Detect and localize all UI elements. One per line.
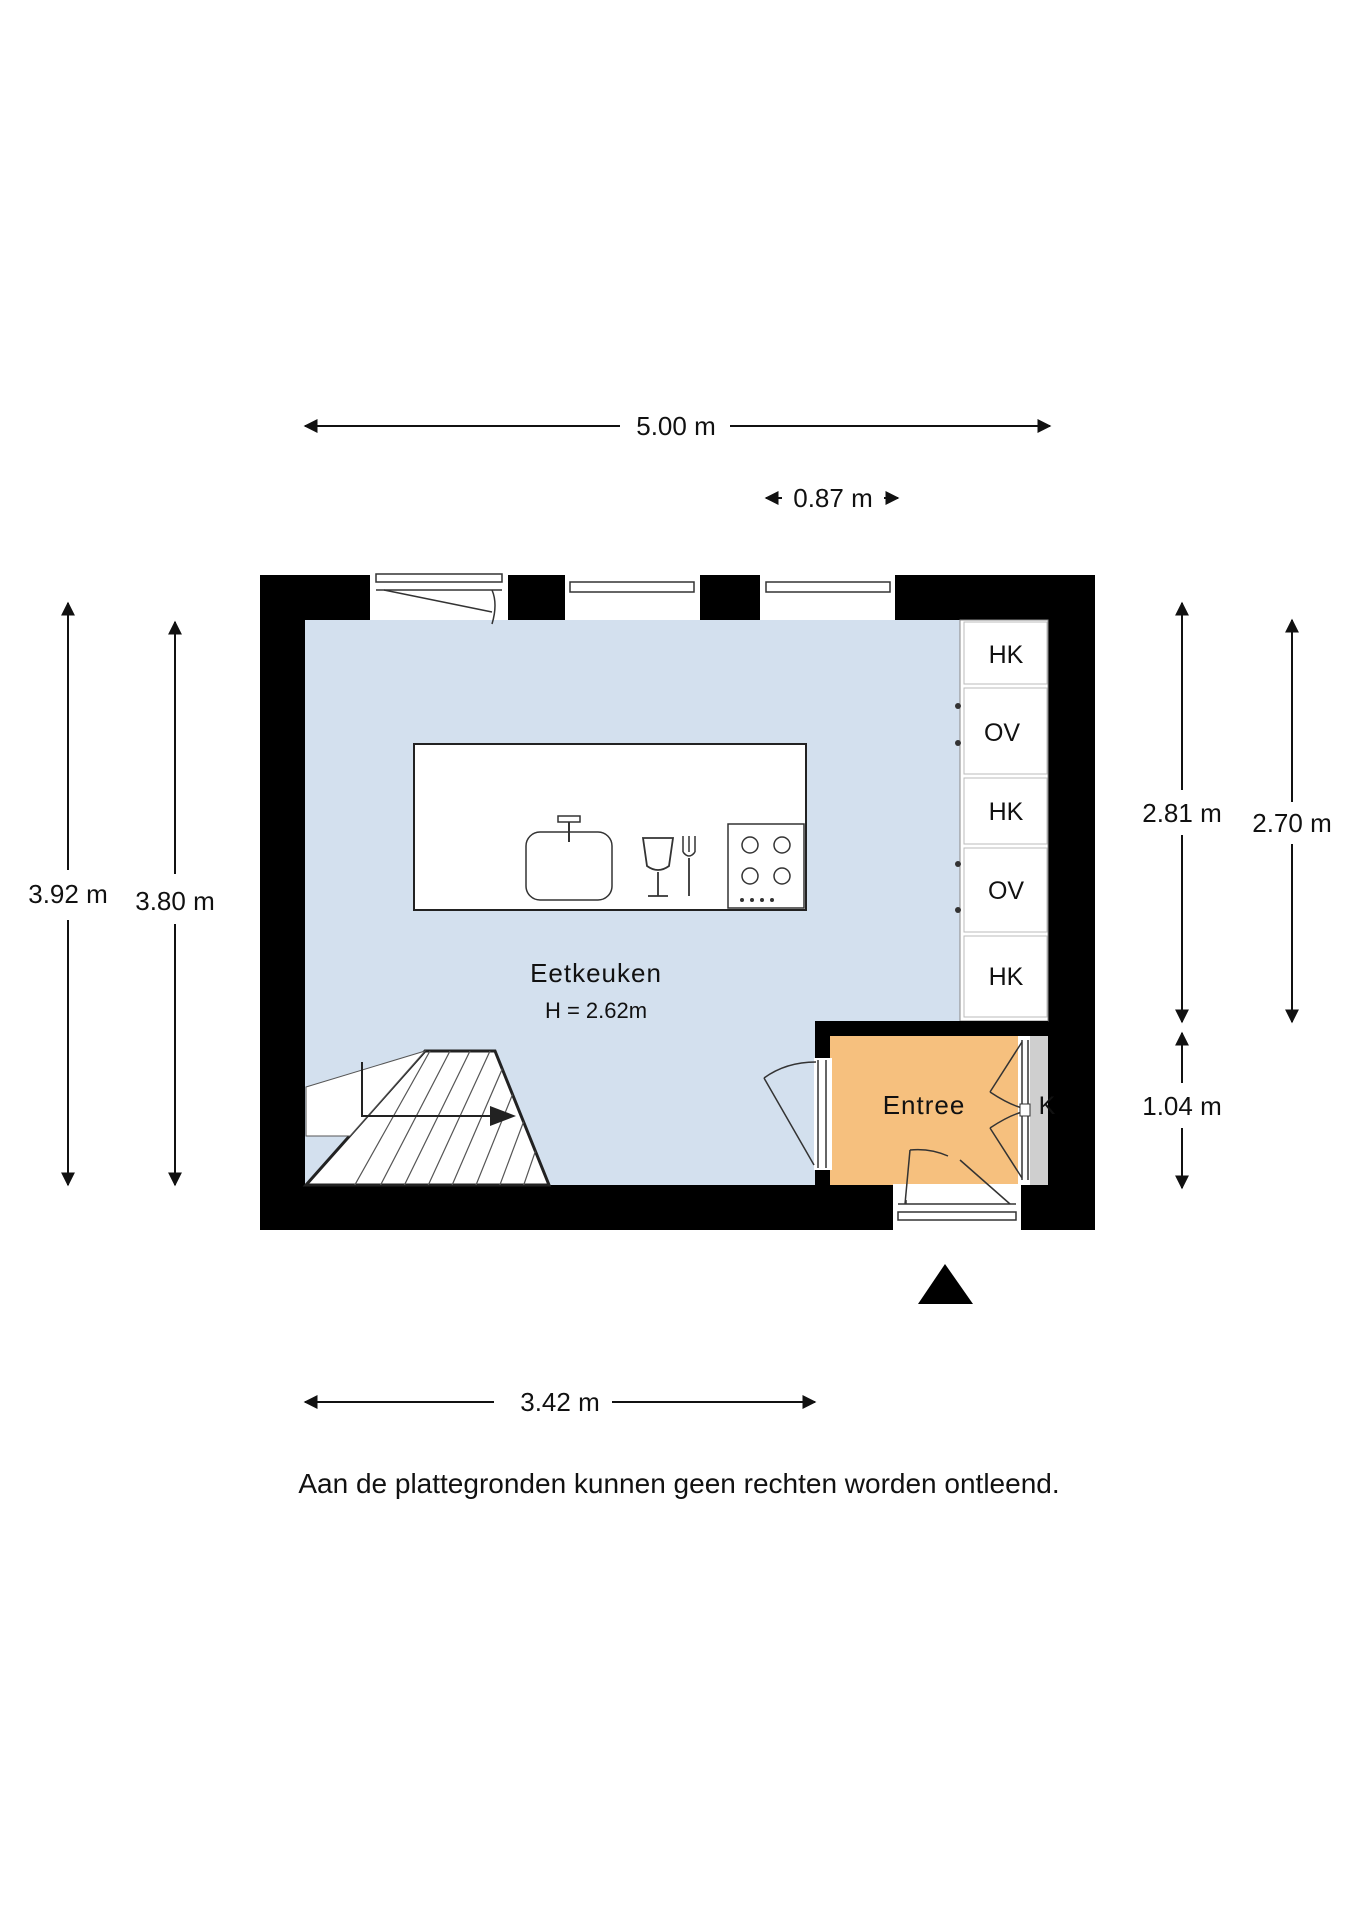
room-name-entrance: Entree <box>883 1090 966 1120</box>
window-top-right <box>760 575 895 620</box>
dimension-label: 3.42 m <box>520 1387 600 1417</box>
dimension-right-upper-b: 2.70 m <box>1252 618 1332 1024</box>
appliance-cell <box>963 777 1048 845</box>
dimension-bottom: 3.42 m <box>303 1387 817 1417</box>
room-name-closet: K <box>1039 1092 1056 1120</box>
dimension-label: 2.70 m <box>1252 808 1332 838</box>
dimension-right-upper-a: 2.81 m <box>1142 601 1222 1024</box>
room-entrance-floor <box>830 1036 1018 1185</box>
room-height-kitchen: H = 2.62m <box>545 998 647 1023</box>
door-kitchen-entrance <box>763 1058 832 1170</box>
dimension-label: 0.87 m <box>793 483 873 513</box>
appliance-cell <box>963 621 1048 685</box>
door-front <box>893 1148 1021 1230</box>
room-name-kitchen: Eetkeuken <box>530 958 662 988</box>
stove-icon <box>727 823 805 909</box>
glass-fork-icon <box>641 836 696 897</box>
dimension-label: 3.92 m <box>28 879 108 909</box>
appliance-label: HK <box>989 963 1024 991</box>
door-closet <box>989 1040 1031 1180</box>
dimension-left-outer: 3.92 m <box>28 601 108 1187</box>
dimension-label: 5.00 m <box>636 411 716 441</box>
dimension-left-inner: 3.80 m <box>135 620 215 1187</box>
dimension-right-lower: 1.04 m <box>1142 1031 1222 1190</box>
appliance-label: OV <box>988 877 1024 905</box>
dimension-label: 2.81 m <box>1142 798 1222 828</box>
dimension-top-window: 0.87 m <box>764 483 900 513</box>
kitchen-island <box>413 743 807 911</box>
inner-wall <box>815 1021 1048 1036</box>
appliance-cell <box>963 847 1048 933</box>
dimension-top-total: 5.00 m <box>303 411 1052 441</box>
appliance-label: OV <box>984 719 1020 747</box>
appliance-cell <box>963 935 1048 1018</box>
appliance-column: HK OV HK OV HK <box>955 619 1049 1022</box>
dimension-label: 3.80 m <box>135 886 215 916</box>
appliance-label: HK <box>989 641 1024 669</box>
triangle-up-icon <box>918 1264 973 1304</box>
room-closet-floor <box>1030 1036 1048 1185</box>
dimension-label: 1.04 m <box>1142 1091 1222 1121</box>
window-top-left <box>370 570 508 625</box>
appliance-cell <box>963 687 1048 775</box>
window-top-middle <box>565 575 700 620</box>
appliance-label: HK <box>989 798 1024 826</box>
disclaimer-text: Aan de plattegronden kunnen geen rechten… <box>298 1468 1060 1499</box>
sink-icon <box>525 815 613 901</box>
